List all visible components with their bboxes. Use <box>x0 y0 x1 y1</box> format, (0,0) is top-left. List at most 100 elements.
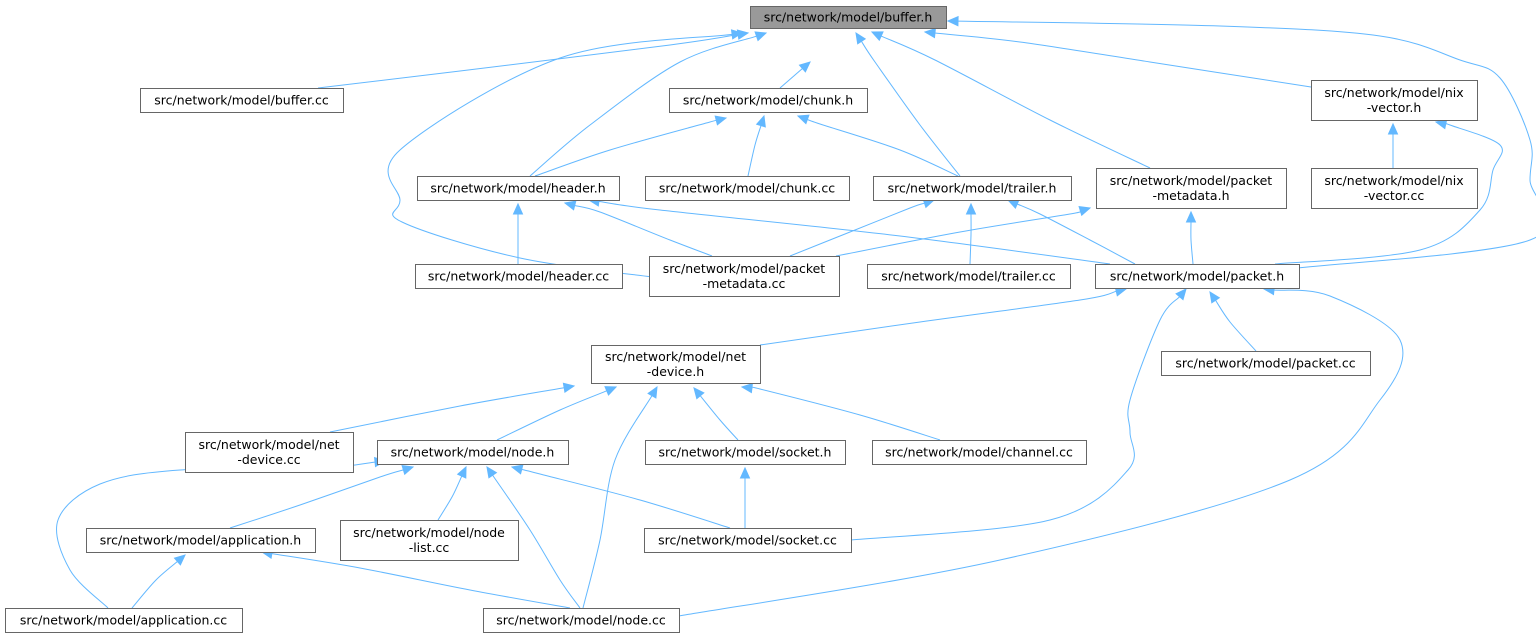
edge-line <box>387 33 733 279</box>
node-label: src/network/model/header.cc <box>428 269 609 284</box>
edge-line <box>496 390 607 441</box>
arrowhead <box>1175 288 1187 301</box>
node-box <box>645 440 846 465</box>
node-label: src/network/model/application.cc <box>20 613 227 628</box>
node-packet-h[interactable]: src/network/model/packet.h <box>1095 264 1300 289</box>
node-label: src/network/model/nix <box>1324 173 1463 188</box>
arrowhead <box>512 202 524 215</box>
edge-line <box>861 41 961 177</box>
edge-header_cc-to-header_h <box>512 202 524 264</box>
node-label: src/network/model/trailer.h <box>888 181 1057 196</box>
node-box <box>645 176 850 201</box>
node-buffer-cc[interactable]: src/network/model/buffer.cc <box>140 88 344 113</box>
arrowhead <box>1387 122 1399 135</box>
edges-layer <box>56 15 1536 617</box>
node-socket-h[interactable]: src/network/model/socket.h <box>645 440 846 465</box>
node-box <box>1096 168 1287 209</box>
node-chunk-h[interactable]: src/network/model/chunk.h <box>669 88 868 113</box>
node-buffer-h[interactable]: src/network/model/buffer.h <box>750 6 947 29</box>
edge-trailer_h-to-buffer_h <box>855 31 961 177</box>
node-box <box>340 520 519 561</box>
node-box <box>1311 80 1478 121</box>
edge-line <box>969 213 972 265</box>
arrowhead <box>755 114 766 128</box>
edge-node_cc-to-net_device_h <box>582 385 658 609</box>
edge-packet_h-to-buffer_h <box>946 15 1536 269</box>
edge-line <box>1215 300 1257 352</box>
arrowhead <box>730 29 744 40</box>
edge-packet_metadata_cc-to-buffer_h <box>387 29 744 279</box>
edge-socket_cc-to-node_h <box>510 464 731 529</box>
arrowhead <box>647 385 658 399</box>
node-chunk-cc[interactable]: src/network/model/chunk.cc <box>645 176 850 201</box>
node-nix-vector-cc[interactable]: src/network/model/nix-vector.cc <box>1311 168 1478 209</box>
edge-line <box>529 35 757 177</box>
node-label: src/network/model/trailer.cc <box>881 269 1056 284</box>
node-box <box>1311 168 1478 209</box>
edge-application_h-to-node_h <box>229 465 415 529</box>
node-socket-cc[interactable]: src/network/model/socket.cc <box>644 528 852 553</box>
arrowhead <box>604 386 618 396</box>
node-label: src/network/model/net <box>605 349 746 364</box>
arrowhead <box>401 465 415 476</box>
edge-line <box>521 468 731 529</box>
node-packet-metadata-cc[interactable]: src/network/model/packet-metadata.cc <box>649 256 840 297</box>
edge-line <box>271 553 571 609</box>
node-box <box>873 176 1072 201</box>
edge-line <box>1016 203 1136 265</box>
edge-nix_vector_cc-to-nix_vector_h <box>1387 122 1399 168</box>
edge-packet_h-to-trailer_h <box>1006 199 1136 265</box>
edge-line <box>850 296 1180 541</box>
edge-packet_metadata_cc-to-trailer_h <box>789 198 936 257</box>
edge-line <box>807 118 959 177</box>
edge-line <box>779 68 803 89</box>
node-box <box>644 528 852 553</box>
node-header-h[interactable]: src/network/model/header.h <box>417 176 620 201</box>
node-header-cc[interactable]: src/network/model/header.cc <box>415 264 623 289</box>
edge-line <box>934 32 1312 88</box>
edge-application_cc-to-application_h <box>131 554 186 609</box>
node-box <box>140 88 344 113</box>
edge-line <box>1274 122 1503 265</box>
node-label: src/network/model/node.cc <box>496 613 666 628</box>
edge-line <box>317 34 739 89</box>
arrowhead <box>965 202 977 215</box>
edge-line <box>229 469 404 529</box>
edge-packet_metadata_h-to-buffer_h <box>870 31 1151 169</box>
node-label: -device.cc <box>237 452 300 467</box>
arrowhead <box>173 554 186 566</box>
node-trailer-h[interactable]: src/network/model/trailer.h <box>873 176 1072 201</box>
node-trailer-cc[interactable]: src/network/model/trailer.cc <box>867 264 1071 289</box>
arrowhead <box>562 382 576 394</box>
node-application-cc[interactable]: src/network/model/application.cc <box>5 608 243 633</box>
edge-line <box>835 210 1083 257</box>
node-label: src/network/model/node <box>353 525 505 540</box>
edge-packet_metadata_cc-to-packet_metadata_h <box>835 206 1092 257</box>
edge-header_h-to-buffer_h <box>529 31 768 177</box>
edge-nix_vector_h-to-buffer_h <box>923 27 1312 88</box>
edge-line <box>437 475 463 521</box>
node-application-h[interactable]: src/network/model/application.h <box>86 528 316 553</box>
node-box <box>591 345 761 384</box>
node-box <box>415 264 623 289</box>
node-node-list-cc[interactable]: src/network/model/node-list.cc <box>340 520 519 561</box>
node-channel-cc[interactable]: src/network/model/channel.cc <box>872 440 1087 465</box>
node-net-device-h[interactable]: src/network/model/net-device.h <box>591 345 761 384</box>
edge-channel_cc-to-net_device_h <box>740 382 941 441</box>
edge-trailer_cc-to-trailer_h <box>965 202 977 265</box>
arrowhead <box>1434 119 1448 130</box>
node-label: -list.cc <box>409 540 450 555</box>
arrowhead <box>563 200 577 211</box>
arrowhead <box>693 387 705 400</box>
node-node-cc[interactable]: src/network/model/node.cc <box>483 608 680 633</box>
edge-line <box>747 125 762 177</box>
edge-socket_cc-to-socket_h <box>739 466 751 528</box>
node-box <box>669 88 868 113</box>
node-node-h[interactable]: src/network/model/node.h <box>377 440 569 465</box>
node-net-device-cc[interactable]: src/network/model/net-device.cc <box>185 432 354 473</box>
node-label: src/network/model/node.h <box>391 445 555 460</box>
node-nix-vector-h[interactable]: src/network/model/nix-vector.h <box>1311 80 1478 121</box>
node-packet-cc[interactable]: src/network/model/packet.cc <box>1161 351 1371 376</box>
node-packet-metadata-h[interactable]: src/network/model/packet-metadata.h <box>1096 168 1287 209</box>
